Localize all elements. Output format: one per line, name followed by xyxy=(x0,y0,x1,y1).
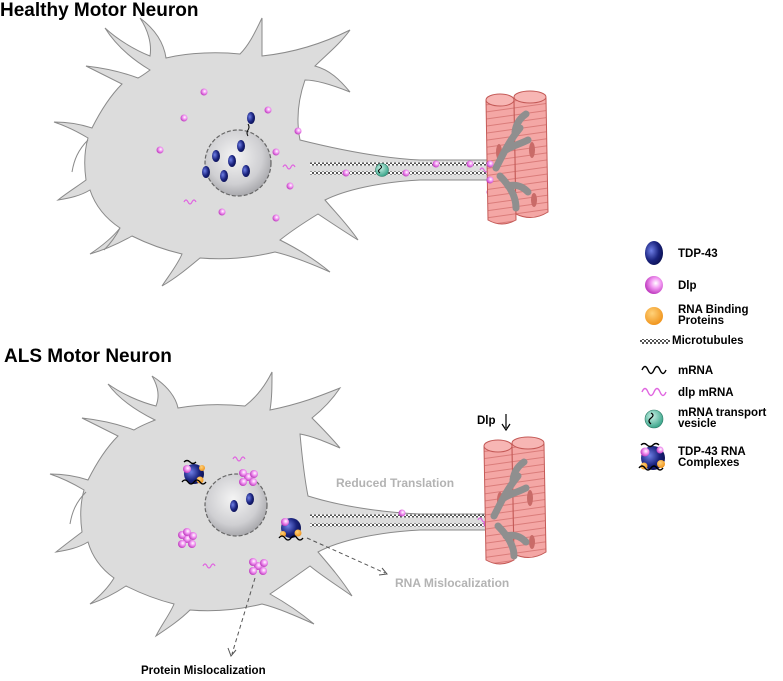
dlp-aggregate xyxy=(239,469,258,486)
microtubule-icon xyxy=(640,339,670,344)
dlp-mrna xyxy=(183,199,197,205)
legend-label-tdp43: TDP-43 xyxy=(678,248,718,260)
legend-label-mrna: mRNA xyxy=(678,365,713,377)
tdp43-protein xyxy=(247,112,255,124)
dlp-aggregate xyxy=(249,558,268,575)
tdp43-protein xyxy=(246,493,254,505)
als-muscle xyxy=(483,436,547,565)
reduced-translation-label: Reduced Translation xyxy=(336,476,454,490)
tdp43-protein xyxy=(202,166,210,178)
mrna-icon xyxy=(641,365,667,375)
vesicle-mrna xyxy=(648,412,654,425)
down-arrow-head xyxy=(501,423,511,432)
dlp-mrna xyxy=(202,563,216,569)
dlp-icon xyxy=(645,276,663,294)
dlp-mrna xyxy=(232,456,246,462)
legend-label-vesicle-1: mRNA transport xyxy=(678,407,767,419)
legend: TDP-43 Dlp RNA Binding Proteins Microtub… xyxy=(638,241,767,471)
legend-label-dlp-mrna: dlp mRNA xyxy=(678,387,734,399)
dendrite-branch xyxy=(69,491,87,525)
legend-label-rbp-1: RNA Binding xyxy=(678,304,748,316)
tdp43-rna-complex xyxy=(181,459,207,485)
dlp-aggregate xyxy=(178,528,197,548)
tdp43-protein xyxy=(237,140,245,152)
protein-mislocalization-arrow xyxy=(231,577,256,655)
rna-mislocalization-arrow xyxy=(306,537,386,574)
tdp43-protein xyxy=(230,500,238,512)
dendrite-branch xyxy=(103,227,121,251)
rna-mislocalization-label: RNA Mislocalization xyxy=(395,576,509,590)
als-neuron xyxy=(49,371,496,638)
als-panel-title: ALS Motor Neuron xyxy=(4,346,172,367)
tdp43-protein xyxy=(212,150,220,162)
tdp43-icon xyxy=(645,241,663,265)
vesicle-icon xyxy=(644,409,664,429)
dlp-mrna-icon xyxy=(641,387,667,397)
legend-label-dlp: Dlp xyxy=(678,280,697,292)
legend-label-rbp-2: Proteins xyxy=(678,315,724,327)
tdp43-protein xyxy=(220,170,228,182)
rbp-icon xyxy=(645,307,663,325)
healthy-neuron xyxy=(53,17,501,287)
tdp43-rna-complex xyxy=(278,518,304,541)
mrna-strand xyxy=(378,164,382,174)
legend-label-complex-1: TDP-43 RNA xyxy=(678,446,746,458)
dlp-decrease-label: Dlp xyxy=(477,415,496,427)
healthy-muscle xyxy=(485,90,549,225)
tdp43-protein xyxy=(242,165,250,177)
arrow-head xyxy=(378,567,388,576)
arrow-head xyxy=(227,647,237,657)
healthy-nucleus xyxy=(204,129,272,197)
legend-label-microtubules: Microtubules xyxy=(672,335,744,347)
tdp43-protein xyxy=(228,155,236,167)
dendrite-branch xyxy=(71,139,89,173)
healthy-panel-title: Healthy Motor Neuron xyxy=(0,0,198,21)
mrna-transport-vesicle xyxy=(375,163,389,177)
als-cell-body xyxy=(49,371,496,638)
mrna-strand xyxy=(246,123,250,137)
complex-icon xyxy=(638,442,665,471)
dlp-dot xyxy=(398,509,406,517)
legend-label-vesicle-2: vesicle xyxy=(678,418,716,430)
protein-mislocalization-label: Protein Mislocalization xyxy=(141,665,266,677)
dlp-mrna xyxy=(282,164,296,170)
legend-label-complex-2: Complexes xyxy=(678,457,739,469)
